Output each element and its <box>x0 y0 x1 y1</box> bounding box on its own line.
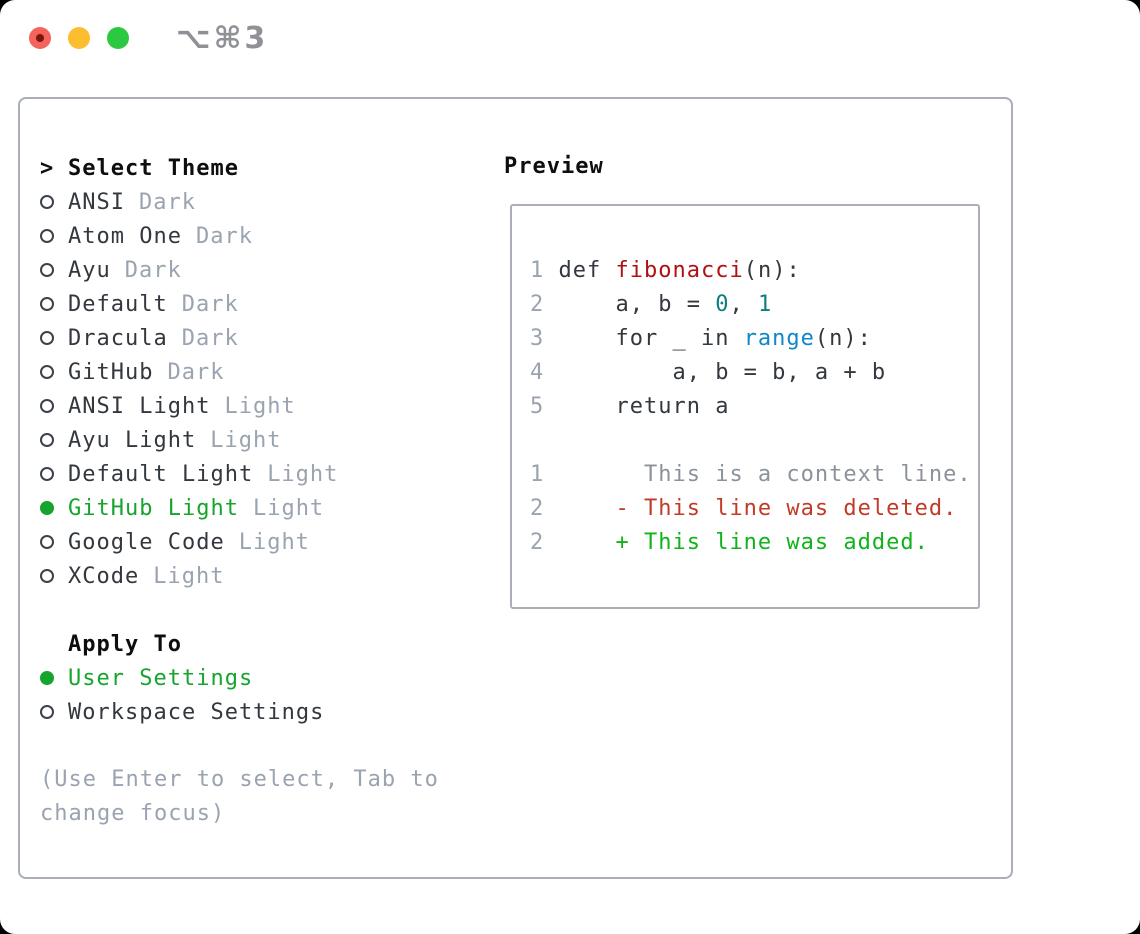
radio-icon <box>40 229 68 243</box>
apply-to-title: Apply To <box>68 631 182 657</box>
theme-picker-panel: > Select Theme ANSI Dark Atom One Dark A… <box>18 97 1013 879</box>
hint-line: (Use Enter to select, Tab to <box>40 767 439 792</box>
option-variant: Light <box>210 427 282 453</box>
theme-option[interactable]: Default Dark <box>40 287 490 321</box>
apply-option[interactable]: User Settings <box>40 661 490 695</box>
minimize-button[interactable] <box>68 27 90 49</box>
option-variant: Light <box>153 563 225 589</box>
code-line: 4 a, b = b, a + b <box>530 360 887 385</box>
option-label: Ayu <box>68 257 111 283</box>
theme-option[interactable]: GitHub Light Light <box>40 491 490 525</box>
apply-to-header: Apply To <box>40 627 490 661</box>
radio-icon <box>40 399 68 413</box>
option-variant: Light <box>238 529 310 555</box>
theme-option[interactable]: XCode Light <box>40 559 490 593</box>
radio-icon <box>40 263 68 277</box>
hint-text: (Use Enter to select, Tab to change focus… <box>40 763 490 831</box>
theme-option[interactable]: ANSI Light Light <box>40 389 490 423</box>
radio-icon <box>40 501 68 515</box>
radio-icon <box>40 705 68 719</box>
code-line: 2 a, b = 0, 1 <box>530 292 773 317</box>
radio-icon <box>40 433 68 447</box>
radio-icon <box>40 535 68 549</box>
option-label: Dracula <box>68 325 168 351</box>
option-label: Default <box>68 291 168 317</box>
option-variant: Dark <box>138 189 196 215</box>
option-label: ANSI Light <box>68 393 211 419</box>
option-label: Google Code <box>68 529 225 555</box>
theme-option[interactable]: Dracula Dark <box>40 321 490 355</box>
theme-list-column: > Select Theme ANSI Dark Atom One Dark A… <box>40 151 490 831</box>
code-line: 1 def fibonacci(n): <box>530 258 801 283</box>
theme-option[interactable]: Ayu Dark <box>40 253 490 287</box>
option-variant: Light <box>224 393 296 419</box>
option-variant: Dark <box>181 291 239 317</box>
theme-option[interactable]: Ayu Light Light <box>40 423 490 457</box>
theme-option[interactable]: Atom One Dark <box>40 219 490 253</box>
hint-line: change focus) <box>40 801 226 826</box>
option-variant: Dark <box>181 325 239 351</box>
zoom-button[interactable] <box>107 27 129 49</box>
code-line: 3 for _ in range(n): <box>530 326 872 351</box>
option-variant: Light <box>267 461 339 487</box>
radio-icon <box>40 195 68 209</box>
select-theme-title: Select Theme <box>68 155 239 181</box>
close-button[interactable] <box>29 27 51 49</box>
option-label: Default Light <box>68 461 254 487</box>
prompt-icon: > <box>40 155 55 181</box>
radio-icon <box>40 671 68 685</box>
theme-list: ANSI Dark Atom One Dark Ayu Dark Default… <box>40 185 490 593</box>
option-label: GitHub <box>68 359 154 385</box>
preview-box: 1 def fibonacci(n): 2 a, b = 0, 1 3 for _ … <box>510 204 980 609</box>
option-label: Atom One <box>68 223 182 249</box>
radio-icon <box>40 467 68 481</box>
theme-option[interactable]: Google Code Light <box>40 525 490 559</box>
radio-icon <box>40 365 68 379</box>
code-line: 2 + This line was added. <box>530 530 929 555</box>
radio-icon <box>40 297 68 311</box>
preview-title: Preview <box>504 154 604 179</box>
option-variant: Dark <box>167 359 225 385</box>
theme-option[interactable]: Default Light Light <box>40 457 490 491</box>
code-line: 2 - This line was deleted. <box>530 496 958 521</box>
radio-icon <box>40 331 68 345</box>
option-label: Ayu Light <box>68 427 197 453</box>
apply-to-list: User Settings Workspace Settings <box>40 661 490 729</box>
code-line: 5 return a <box>530 394 730 419</box>
option-label: Workspace Settings <box>68 699 325 725</box>
titlebar: ⌥⌘3 <box>29 21 268 56</box>
spacer <box>40 593 490 627</box>
option-label: User Settings <box>68 665 254 691</box>
radio-icon <box>40 569 68 583</box>
apply-option[interactable]: Workspace Settings <box>40 695 490 729</box>
option-label: XCode <box>68 563 140 589</box>
code-line: 1 This is a context line. <box>530 462 972 487</box>
option-variant: Light <box>252 495 325 521</box>
select-theme-header: > Select Theme <box>40 151 490 185</box>
option-label: ANSI <box>68 189 125 215</box>
option-variant: Dark <box>124 257 182 283</box>
option-variant: Dark <box>195 223 253 249</box>
code-line <box>530 424 978 458</box>
option-label: GitHub Light <box>68 495 239 521</box>
theme-option[interactable]: GitHub Dark <box>40 355 490 389</box>
theme-option[interactable]: ANSI Dark <box>40 185 490 219</box>
window-shortcut-label: ⌥⌘3 <box>176 20 269 56</box>
